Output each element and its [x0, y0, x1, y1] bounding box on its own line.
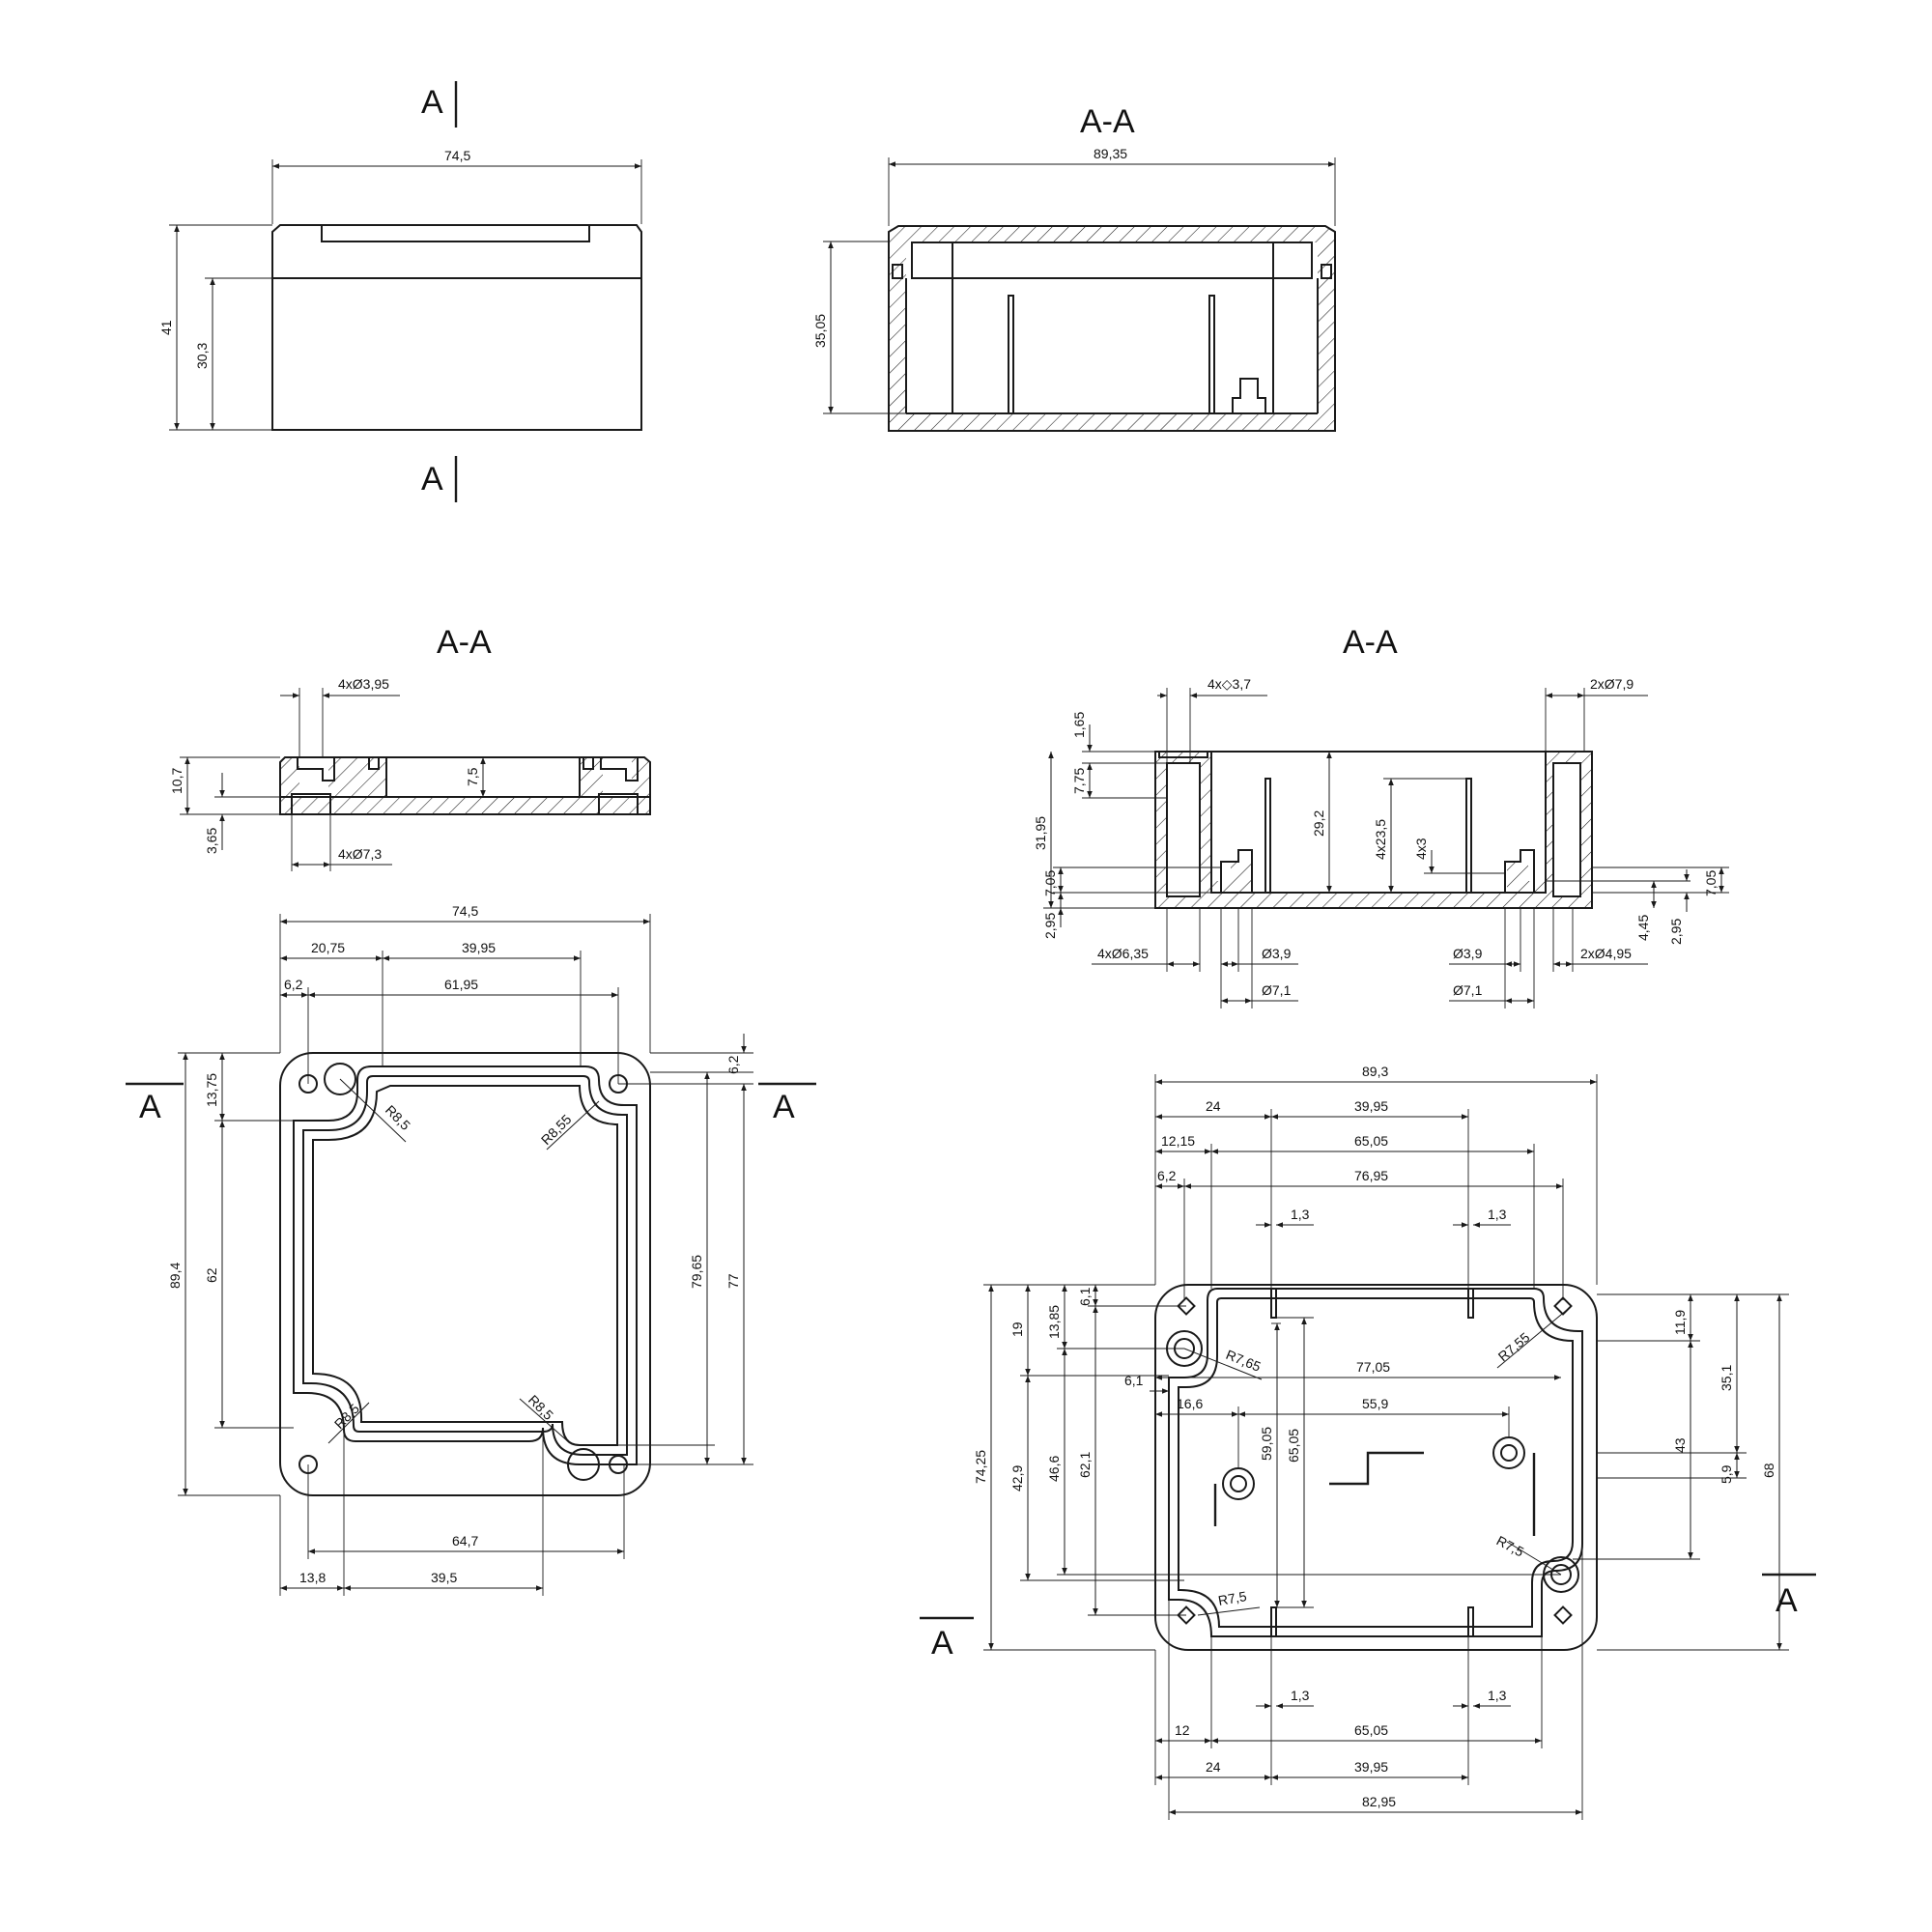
dim-base-t295: 2,95 — [1042, 913, 1058, 939]
dim-bp-l19: 19 — [1009, 1321, 1025, 1337]
dim-lid-h-total: 89,4 — [167, 1263, 183, 1289]
section-mark-a-right: A — [773, 1089, 795, 1125]
dim-bp-t1215: 12,15 — [1161, 1133, 1195, 1149]
dim-lid-w2: 39,95 — [462, 940, 496, 955]
dim-bp-r755: R7,55 — [1495, 1329, 1533, 1364]
dim-bp-t24: 24 — [1206, 1098, 1221, 1114]
dim-base-b39b: Ø3,9 — [1453, 946, 1483, 961]
dim-lid-h1: 13,75 — [204, 1073, 219, 1107]
dim-lid-base: 3,65 — [204, 828, 219, 854]
dim-base-d79: 2xØ7,9 — [1590, 676, 1634, 692]
dim-base-b71a: Ø7,1 — [1262, 982, 1292, 998]
section-title-base: A-A — [1343, 624, 1398, 661]
dim-bp-i7705: 77,05 — [1356, 1359, 1390, 1375]
dim-base-t235: 4x23,5 — [1373, 819, 1388, 860]
section-mark-a-base-left: A — [931, 1625, 953, 1662]
dim-bp-b13b: 1,3 — [1488, 1688, 1507, 1703]
dim-lid-h5: 6,2 — [725, 1055, 741, 1074]
front-view: A A 74,5 41 30,3 — [158, 81, 642, 502]
dim-bp-l7425: 74,25 — [973, 1450, 988, 1484]
section-title-top: A-A — [1080, 103, 1135, 140]
dim-lid-h4: 77 — [725, 1273, 741, 1289]
dim-bp-r119: 11,9 — [1672, 1310, 1688, 1335]
dim-bp-r75a: R7,5 — [1217, 1588, 1248, 1608]
dim-bp-b3995: 39,95 — [1354, 1759, 1388, 1775]
section-view-base: A-A 4x◇3,7 2xØ7,9 1,65 7,75 — [1033, 624, 1729, 1009]
dim-lid-hole: 4xØ3,95 — [338, 676, 389, 692]
dim-base-r705: 7,05 — [1703, 870, 1719, 896]
dim-top-width: 89,35 — [1094, 146, 1127, 161]
dim-base-t4x3: 4x3 — [1413, 838, 1429, 860]
dim-base-b71b: Ø7,1 — [1453, 982, 1483, 998]
dim-bp-b13a: 1,3 — [1291, 1688, 1310, 1703]
dim-bp-t13b: 1,3 — [1488, 1207, 1507, 1222]
lid-plan-view: A A 74,5 20,75 39,95 6,2 61,95 89,4 13,7… — [126, 903, 816, 1596]
dim-base-b495: 2xØ4,95 — [1580, 946, 1632, 961]
dim-front-width: 74,5 — [444, 148, 470, 163]
dim-bp-b24: 24 — [1206, 1759, 1221, 1775]
dim-base-t705: 7,05 — [1042, 870, 1058, 896]
dim-front-height: 41 — [158, 320, 174, 335]
dim-bp-r59: 5,9 — [1719, 1464, 1734, 1484]
dim-bp-t13a: 1,3 — [1291, 1207, 1310, 1222]
dim-lid-height: 10,7 — [169, 768, 185, 794]
dim-bp-r765: R7,65 — [1224, 1347, 1264, 1375]
dim-bp-t893: 89,3 — [1362, 1064, 1388, 1079]
dim-bp-t62: 6,2 — [1157, 1168, 1177, 1183]
dim-lid-h2: 62 — [204, 1267, 219, 1283]
dim-lid-h3: 79,65 — [689, 1255, 704, 1289]
section-view-lid: A-A 4xØ3,95 10,7 7,5 3,65 4xØ7,3 — [169, 624, 651, 871]
dim-lid-w3: 6,2 — [284, 977, 303, 992]
section-view-top: A-A 89,35 35,05 — [812, 103, 1336, 432]
dim-lid-w1: 20,75 — [311, 940, 345, 955]
section-mark-a-bottom: A — [421, 461, 443, 497]
dim-bp-b12: 12 — [1175, 1722, 1190, 1738]
base-plan-view: A A 89,3 24 39,95 12,15 65,05 6,2 76,95 … — [920, 1064, 1816, 1820]
dim-bp-t6505: 65,05 — [1354, 1133, 1388, 1149]
dim-bp-i5905: 59,05 — [1259, 1427, 1274, 1461]
dim-bp-i559: 55,9 — [1362, 1396, 1388, 1411]
dim-top-height: 35,05 — [812, 314, 828, 348]
dim-base-t775: 7,75 — [1071, 768, 1087, 794]
dim-bp-i61: 6,1 — [1124, 1373, 1144, 1388]
dim-lid-counter: 4xØ7,3 — [338, 846, 382, 862]
dim-bp-l1385: 13,85 — [1046, 1305, 1062, 1339]
dim-base-b635: 4xØ6,35 — [1097, 946, 1149, 961]
dim-base-t292: 29,2 — [1311, 810, 1326, 837]
dim-bp-i166: 16,6 — [1177, 1396, 1203, 1411]
dim-lid-b1: 64,7 — [452, 1533, 478, 1548]
section-mark-a-base-right: A — [1776, 1582, 1798, 1619]
dim-base-r295: 2,95 — [1668, 919, 1684, 945]
dim-lid-depth: 7,5 — [465, 767, 480, 786]
dim-base-t3195: 31,95 — [1033, 816, 1048, 850]
dim-bp-i6505: 65,05 — [1286, 1429, 1301, 1463]
dim-bp-r68: 68 — [1761, 1463, 1776, 1478]
dim-bp-l429: 42,9 — [1009, 1465, 1025, 1492]
dim-base-b39a: Ø3,9 — [1262, 946, 1292, 961]
section-title-lid: A-A — [437, 624, 492, 661]
dim-bp-b8295: 82,95 — [1362, 1794, 1396, 1809]
dim-bp-r75b: R7,5 — [1494, 1533, 1527, 1560]
dim-lid-r1: R8,5 — [383, 1102, 413, 1133]
dim-base-r445: 4,45 — [1635, 915, 1651, 941]
dim-bp-r351: 35,1 — [1719, 1365, 1734, 1391]
dim-base-t165: 1,65 — [1071, 712, 1087, 738]
dim-lid-b2: 13,8 — [299, 1570, 326, 1585]
dim-front-body-height: 30,3 — [194, 343, 210, 369]
dim-bp-l61: 6,1 — [1077, 1287, 1093, 1306]
dim-bp-l621: 62,1 — [1077, 1452, 1093, 1478]
dim-lid-b3: 39,5 — [431, 1570, 457, 1585]
dim-base-sq: 4x◇3,7 — [1208, 676, 1251, 692]
section-mark-a-left: A — [139, 1089, 161, 1125]
dim-lid-r3: R8,5 — [331, 1401, 362, 1432]
dim-lid-plan-width: 74,5 — [452, 903, 478, 919]
dim-lid-w4: 61,95 — [444, 977, 478, 992]
section-mark-a-top: A — [421, 84, 443, 121]
dim-bp-r43: 43 — [1672, 1437, 1688, 1453]
dim-bp-t7695: 76,95 — [1354, 1168, 1388, 1183]
dim-bp-t3995: 39,95 — [1354, 1098, 1388, 1114]
dim-bp-b6505: 65,05 — [1354, 1722, 1388, 1738]
dim-bp-l466: 46,6 — [1046, 1456, 1062, 1482]
